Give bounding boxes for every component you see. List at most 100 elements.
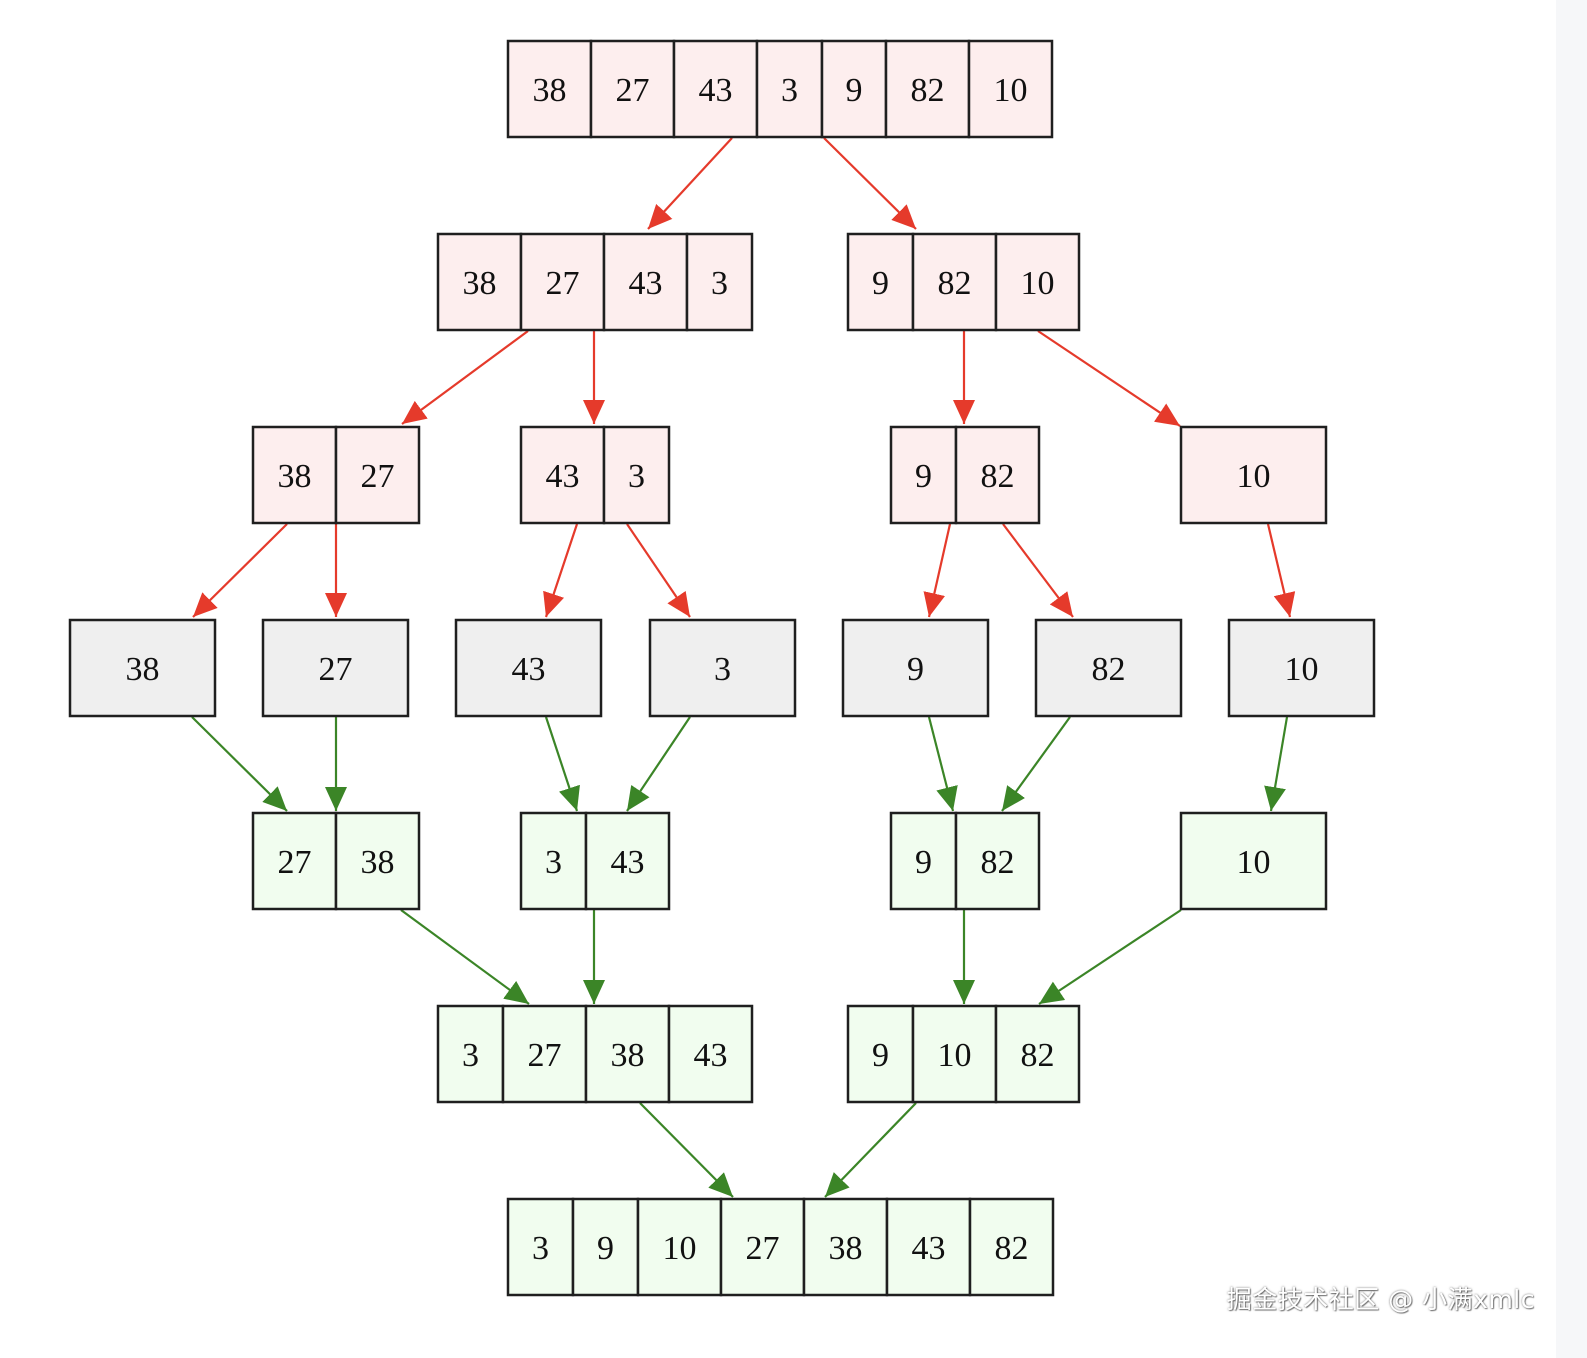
array-cell-value: 10 [1021, 265, 1055, 302]
array-cell-value: 10 [1285, 651, 1319, 688]
watermark: 掘金技术社区 @ 小满xmlc [1226, 1285, 1535, 1314]
array-cell [436, 232, 523, 332]
array-node-l6: 82 [1034, 618, 1183, 718]
array-cell [454, 618, 603, 718]
edges-layer [191, 137, 1296, 1198]
array-cell [802, 1197, 889, 1297]
array-node-m1b: 3 43 [519, 811, 671, 911]
array-cell-value: 9 [872, 265, 889, 302]
array-cell-value: 27 [616, 72, 650, 109]
array-cell [841, 618, 990, 718]
array-cell-value: 43 [611, 844, 645, 881]
array-cell [884, 39, 971, 139]
array-cell [994, 232, 1081, 332]
array-cell-value: 10 [1237, 844, 1271, 881]
array-cell [519, 811, 588, 911]
array-cell-value: 43 [512, 651, 546, 688]
array-cell [506, 1197, 575, 1297]
array-cell-value: 9 [915, 458, 932, 495]
array-node-l3: 43 [454, 618, 603, 718]
array-node-l7: 10 [1227, 618, 1376, 718]
array-cell-value: 38 [829, 1230, 863, 1267]
array-cell-value: 38 [611, 1037, 645, 1074]
array-cell [672, 39, 759, 139]
array-cell-value: 27 [361, 458, 395, 495]
array-cell [1179, 425, 1328, 525]
array-cell-value: 43 [912, 1230, 946, 1267]
array-cell-value: 3 [628, 458, 645, 495]
array-cell [589, 39, 676, 139]
arrow-s2c-to-l5 [923, 523, 952, 618]
array-node-l4: 3 [648, 618, 797, 718]
array-cell-value: 38 [126, 651, 160, 688]
array-cell-value: 82 [938, 265, 972, 302]
page-side-strip [1556, 0, 1587, 1358]
array-cell [889, 425, 958, 525]
arrow-m1a-to-m2a [400, 909, 530, 1005]
array-node-l1: 38 [68, 618, 217, 718]
array-node-l5: 9 [841, 618, 990, 718]
array-cell-value: 9 [872, 1037, 889, 1074]
arrow-m2a-to-m3 [639, 1102, 734, 1198]
array-cell [755, 39, 824, 139]
array-cell [334, 425, 421, 525]
array-cell [968, 1197, 1055, 1297]
array-cell [1034, 618, 1183, 718]
array-cell [954, 425, 1041, 525]
array-cell [602, 232, 689, 332]
array-cell-value: 3 [781, 72, 798, 109]
array-cell [436, 1004, 505, 1104]
arrow-l3-to-m1b [544, 716, 580, 812]
array-cell [602, 425, 671, 525]
array-cell-value: 10 [1237, 458, 1271, 495]
array-cell [885, 1197, 972, 1297]
arrow-l5-to-m1c [927, 716, 958, 812]
array-cell [251, 425, 338, 525]
array-cell-value: 3 [462, 1037, 479, 1074]
array-cell [584, 811, 671, 911]
array-cell [636, 1197, 723, 1297]
arrow-m2b-to-m3 [824, 1102, 917, 1198]
array-cell [994, 1004, 1081, 1104]
array-cell [648, 618, 797, 718]
array-cell [68, 618, 217, 718]
arrow-s2b-to-l3 [543, 523, 579, 618]
array-cell-value: 3 [545, 844, 562, 881]
array-cell-value: 9 [907, 651, 924, 688]
array-node-s2b: 43 3 [519, 425, 671, 525]
array-cell-value: 27 [278, 844, 312, 881]
array-cell-value: 43 [546, 458, 580, 495]
arrow-m1d-to-m2b [1038, 909, 1182, 1005]
arrow-s2c-to-l6 [1002, 523, 1074, 618]
array-cell-value: 82 [981, 844, 1015, 881]
arrow-s1a-to-s2a [401, 330, 529, 425]
array-node-l2: 27 [261, 618, 410, 718]
array-cell-value: 3 [711, 265, 728, 302]
array-cell [334, 811, 421, 911]
array-cell-value: 10 [663, 1230, 697, 1267]
array-cell-value: 9 [597, 1230, 614, 1267]
array-cell [911, 232, 998, 332]
array-cell-value: 82 [1021, 1037, 1055, 1074]
array-cell-value: 43 [629, 265, 663, 302]
array-cell-value: 10 [994, 72, 1028, 109]
array-cell-value: 3 [532, 1230, 549, 1267]
arrow-l1-to-m1a [191, 716, 288, 812]
arrow-s2a-to-l1 [192, 523, 288, 618]
array-cell-value: 9 [846, 72, 863, 109]
array-node-m1d: 10 [1179, 811, 1328, 911]
arrow-s1b-to-s2d [1037, 330, 1181, 427]
array-cell [261, 618, 410, 718]
array-cell [1227, 618, 1376, 718]
array-cell [967, 39, 1054, 139]
array-cell [685, 232, 754, 332]
